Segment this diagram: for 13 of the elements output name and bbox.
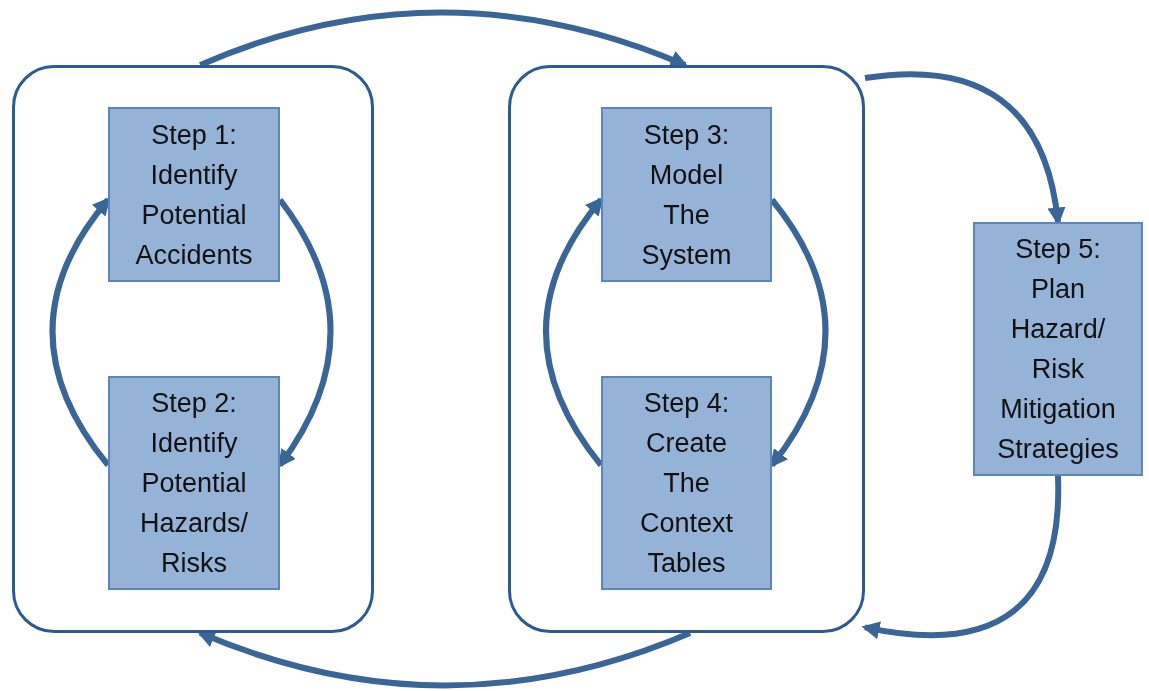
- process-box: [601, 376, 772, 590]
- process-box: [108, 376, 280, 590]
- process-box: [601, 107, 772, 282]
- step-label: Step 2: Identify Potential Hazards/ Risks: [138, 387, 249, 580]
- process-box: [973, 222, 1143, 476]
- step-label: Step 5: Plan Hazard/ Risk Mitigation Strategies: [996, 233, 1120, 466]
- group-box: [12, 65, 374, 633]
- step-label: Step 3: Model The System: [640, 118, 733, 272]
- group-box: [508, 65, 865, 633]
- curved-arrow: [861, 476, 1061, 639]
- process-box: [108, 107, 280, 282]
- step-label: Step 1: Identify Potential Accidents: [134, 118, 254, 272]
- step-label: Step 4: Create The Context Tables: [638, 387, 735, 580]
